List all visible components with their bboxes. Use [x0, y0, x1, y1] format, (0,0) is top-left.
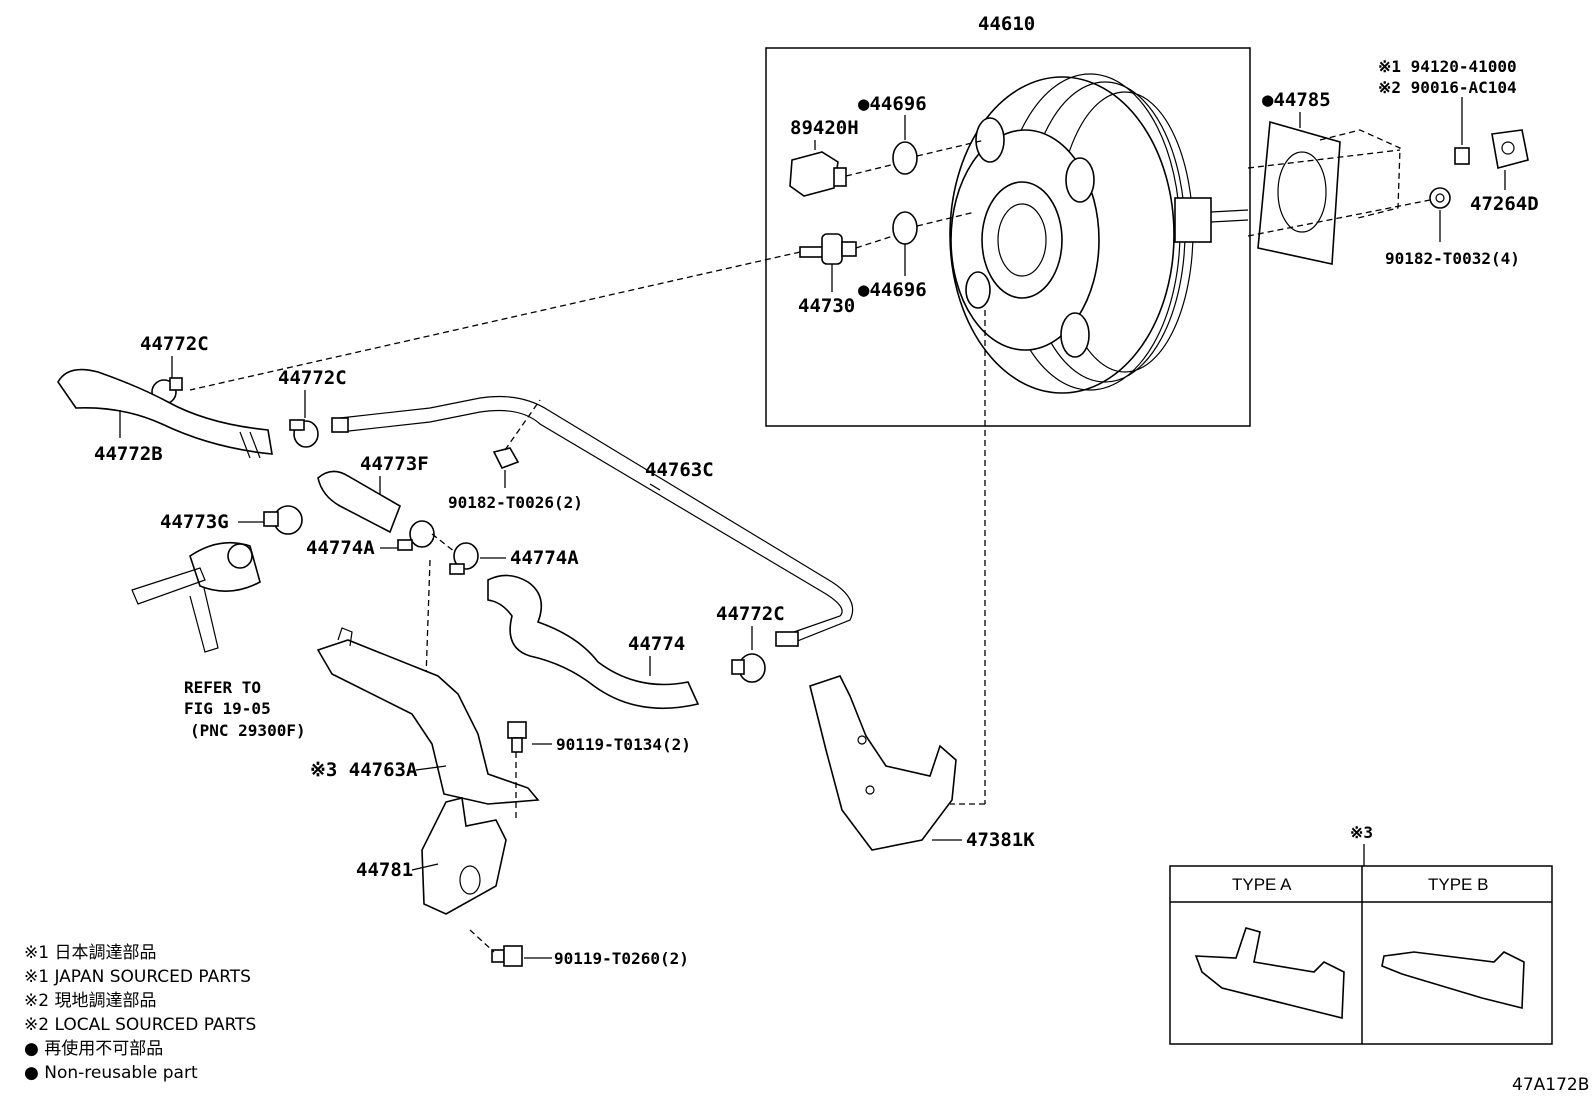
clamp-44774A-right[interactable] — [449, 542, 479, 575]
note-part-90016-AC104[interactable]: ※2 90016-AC104 — [1378, 78, 1517, 97]
legend-line-3: ※2 現地調達部品 — [24, 991, 156, 1011]
legend-line-5: ● 再使用不可部品 — [24, 1038, 163, 1059]
type-a-bracket-illustration[interactable] — [1194, 927, 1345, 1020]
refer-line-1: REFER TO — [184, 678, 261, 697]
label-44773G[interactable]: 44773G — [160, 511, 229, 533]
vacuum-pipe-44763C[interactable] — [331, 395, 854, 647]
booster-assembly-frame — [765, 47, 1251, 427]
bracket-47381K[interactable] — [809, 675, 957, 851]
label-47264D[interactable]: 47264D — [1470, 193, 1539, 215]
grommet-44696-top[interactable] — [892, 141, 918, 175]
check-valve-44730[interactable] — [799, 233, 857, 265]
legend-line-1: ※1 日本調達部品 — [24, 943, 156, 963]
label-44772B[interactable]: 44772B — [94, 443, 163, 465]
bracket-44781[interactable] — [421, 797, 507, 915]
clip-90182-T0026[interactable] — [492, 447, 520, 470]
hose-44772B[interactable] — [57, 368, 273, 459]
label-44763C[interactable]: 44763C — [645, 459, 714, 481]
brake-booster-body[interactable] — [949, 73, 1194, 394]
clamp-44774A-left[interactable] — [397, 520, 435, 551]
booster-pushrod — [1174, 197, 1249, 243]
label-90119-T0260[interactable]: 90119-T0260(2) — [554, 949, 689, 968]
bracket-44763A[interactable] — [316, 627, 540, 805]
label-44773F[interactable]: 44773F — [360, 453, 429, 475]
label-44696-top[interactable]: ●44696 — [858, 93, 927, 115]
label-47381K[interactable]: 47381K — [966, 829, 1035, 851]
note-part-94120-41000[interactable]: ※1 94120-41000 — [1378, 57, 1517, 76]
legend-line-6: ● Non-reusable part — [24, 1063, 198, 1083]
type-panel — [1169, 865, 1553, 1045]
bolt-90119-T0260[interactable] — [491, 945, 523, 967]
legend-line-4: ※2 LOCAL SOURCED PARTS — [24, 1015, 256, 1035]
bolt-90119-T0134[interactable] — [507, 721, 527, 753]
legend-line-2: ※1 JAPAN SOURCED PARTS — [24, 967, 251, 987]
label-90182-T0032[interactable]: 90182-T0032(4) — [1385, 249, 1520, 268]
label-44774A-right[interactable]: 44774A — [510, 547, 579, 569]
clamp-44773G[interactable] — [263, 505, 303, 535]
label-44772C-a[interactable]: 44772C — [140, 333, 209, 355]
label-44696-bottom[interactable]: ●44696 — [858, 279, 927, 301]
label-44772C-b[interactable]: 44772C — [278, 367, 347, 389]
intake-fitting[interactable] — [131, 541, 261, 653]
nut-94120[interactable] — [1454, 147, 1470, 165]
label-44785[interactable]: ●44785 — [1262, 89, 1331, 111]
type-b-header[interactable]: TYPE B — [1428, 875, 1488, 894]
type-a-header[interactable]: TYPE A — [1232, 875, 1292, 894]
label-89420H[interactable]: 89420H — [790, 117, 859, 139]
vacuum-sensor-89420H[interactable] — [789, 151, 847, 197]
label-44730[interactable]: 44730 — [798, 295, 855, 317]
figure-code: 47A172B — [1512, 1075, 1589, 1095]
label-90182-T0026[interactable]: 90182-T0026(2) — [448, 493, 583, 512]
nut-90182-T0032[interactable] — [1429, 187, 1451, 209]
refer-line-3: (PNC 29300F) — [190, 721, 306, 740]
label-90119-T0134[interactable]: 90119-T0134(2) — [556, 735, 691, 754]
hose-44774[interactable] — [487, 574, 700, 710]
clamp-44772C-c[interactable] — [731, 653, 766, 683]
refer-line-2: FIG 19-05 — [184, 699, 271, 718]
label-44781[interactable]: 44781 — [356, 859, 413, 881]
label-44774A-left[interactable]: 44774A — [306, 537, 375, 559]
label-44774[interactable]: 44774 — [628, 633, 685, 655]
label-44772C-c[interactable]: 44772C — [716, 603, 785, 625]
label-44763A[interactable]: ※3 44763A — [310, 759, 418, 781]
label-44610[interactable]: 44610 — [978, 13, 1035, 35]
type-panel-marker: ※3 — [1350, 823, 1373, 842]
hose-44773F[interactable] — [317, 470, 401, 534]
clamp-44772C-b[interactable] — [289, 419, 319, 448]
bracket-47264D[interactable] — [1491, 129, 1529, 169]
type-b-bracket-illustration[interactable] — [1381, 951, 1525, 1010]
grommet-44696-bottom[interactable] — [892, 211, 918, 245]
gasket-44785[interactable] — [1257, 120, 1341, 265]
